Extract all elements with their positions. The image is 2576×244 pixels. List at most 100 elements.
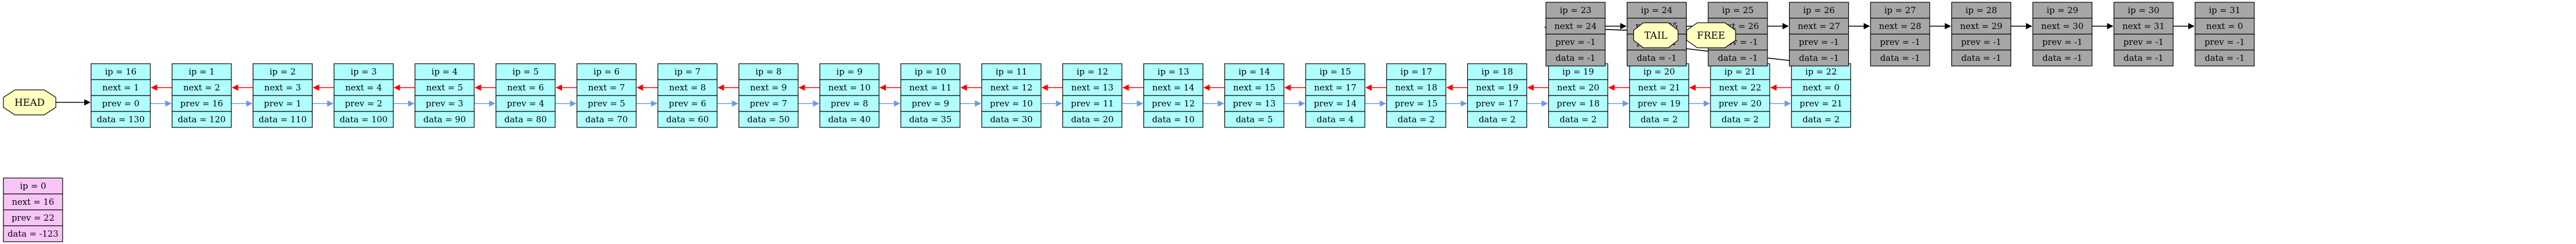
node-field-label: prev = 17 (1476, 98, 1519, 109)
node-field-label: ip = 29 (2046, 5, 2078, 15)
node-field-label: data = 2 (1398, 114, 1435, 125)
node-field-label: data = 2 (1803, 114, 1840, 125)
node-field-cell (171, 79, 232, 96)
node-field-cell (657, 95, 718, 112)
node-field-label: ip = 7 (674, 67, 700, 77)
node-field-label: next = 12 (990, 82, 1032, 93)
node-field-cell (333, 111, 394, 128)
node-field-cell (2032, 34, 2093, 51)
node-field-cell (3, 193, 63, 210)
node-field-label: prev = -1 (1799, 37, 1839, 47)
node-field-label: prev = 14 (1314, 98, 1356, 109)
node-field-cell (415, 111, 475, 128)
node-field-label: next = 19 (1476, 82, 1518, 93)
active-node: ip = 15 next = 17 prev = 14 data = 4 (1305, 63, 1365, 128)
node-field-label: next = 27 (1798, 21, 1840, 31)
node-field-label: next = 22 (1719, 82, 1761, 93)
node-field-label: data = 2 (1560, 114, 1597, 125)
node-field-cell (415, 95, 475, 112)
node-field-label: data = -1 (1880, 53, 1920, 63)
tail-marker: TAIL (1633, 22, 1679, 48)
node-field-cell (1548, 63, 1609, 80)
node-field-label: data = -1 (1718, 53, 1758, 63)
node-field-label: next = 28 (1879, 21, 1921, 31)
node-field-label: ip = 21 (1724, 67, 1756, 77)
node-field-cell (738, 111, 799, 128)
node-field-cell (576, 63, 637, 80)
node-field-label: next = 17 (1314, 82, 1356, 93)
node-field-cell (495, 79, 556, 96)
node-field-cell (2194, 18, 2255, 35)
node-field-cell (91, 95, 151, 112)
node-field-label: ip = 16 (105, 67, 137, 77)
node-field-label: data = 5 (1236, 114, 1273, 125)
node-field-label: prev = 8 (831, 98, 868, 109)
node-field-label: prev = 2 (345, 98, 383, 109)
node-field-label: ip = 4 (432, 67, 458, 77)
node-field-label: data = 35 (909, 114, 952, 125)
node-field-label: ip = 9 (836, 67, 863, 77)
node-field-cell (1062, 111, 1123, 128)
node-field-label: prev = 22 (11, 213, 54, 223)
head-label: HEAD (14, 97, 44, 109)
node-field-cell (1708, 49, 1768, 67)
node-field-cell (657, 111, 718, 128)
node-field-label: next = 3 (264, 82, 301, 93)
node-field-label: prev = 15 (1395, 98, 1438, 109)
node-field-label: ip = 26 (1803, 5, 1835, 15)
node-field-label: next = 13 (1071, 82, 1113, 93)
node-field-label: prev = 19 (1638, 98, 1680, 109)
node-field-label: data = 4 (1316, 114, 1353, 125)
node-field-cell (819, 79, 880, 96)
node-field-cell (1791, 63, 1851, 80)
node-field-cell (2194, 34, 2255, 51)
node-field-cell (1548, 111, 1609, 128)
node-field-cell (171, 95, 232, 112)
node-field-label: data = 10 (1152, 114, 1195, 125)
node-field-label: ip = 23 (1560, 5, 1591, 15)
node-field-label: data = 120 (178, 114, 225, 125)
node-field-cell (2194, 49, 2255, 67)
node-field-label: next = 6 (507, 82, 544, 93)
node-field-cell (1467, 95, 1527, 112)
node-field-cell (576, 79, 637, 96)
node-field-cell (1951, 18, 2012, 35)
node-field-label: ip = 17 (1400, 67, 1432, 77)
node-field-cell (1710, 63, 1770, 80)
node-field-label: ip = 6 (593, 67, 620, 77)
node-field-label: prev = 9 (912, 98, 949, 109)
node-field-label: ip = 15 (1319, 67, 1351, 77)
node-field-label: ip = 0 (20, 181, 46, 191)
free-marker-shape (1686, 22, 1736, 48)
node-field-cell (1143, 111, 1204, 128)
node-field-cell (576, 95, 637, 112)
node-field-label: next = 1 (102, 82, 140, 93)
node-field-cell (495, 111, 556, 128)
node-field-label: ip = 31 (2209, 5, 2241, 15)
node-field-label: next = 20 (1557, 82, 1599, 93)
node-field-cell (1789, 18, 1849, 35)
node-field-label: prev = -1 (1880, 37, 1921, 47)
node-field-label: next = 7 (588, 82, 625, 93)
node-field-cell (1224, 111, 1285, 128)
node-field-cell (819, 95, 880, 112)
node-field-cell (415, 79, 475, 96)
node-field-cell (91, 111, 151, 128)
node-field-label: data = -1 (2042, 53, 2082, 63)
node-field-cell (1791, 95, 1851, 112)
node-field-label: ip = 11 (995, 67, 1027, 77)
node-field-label: ip = 10 (914, 67, 946, 77)
node-field-cell (2194, 2, 2255, 19)
